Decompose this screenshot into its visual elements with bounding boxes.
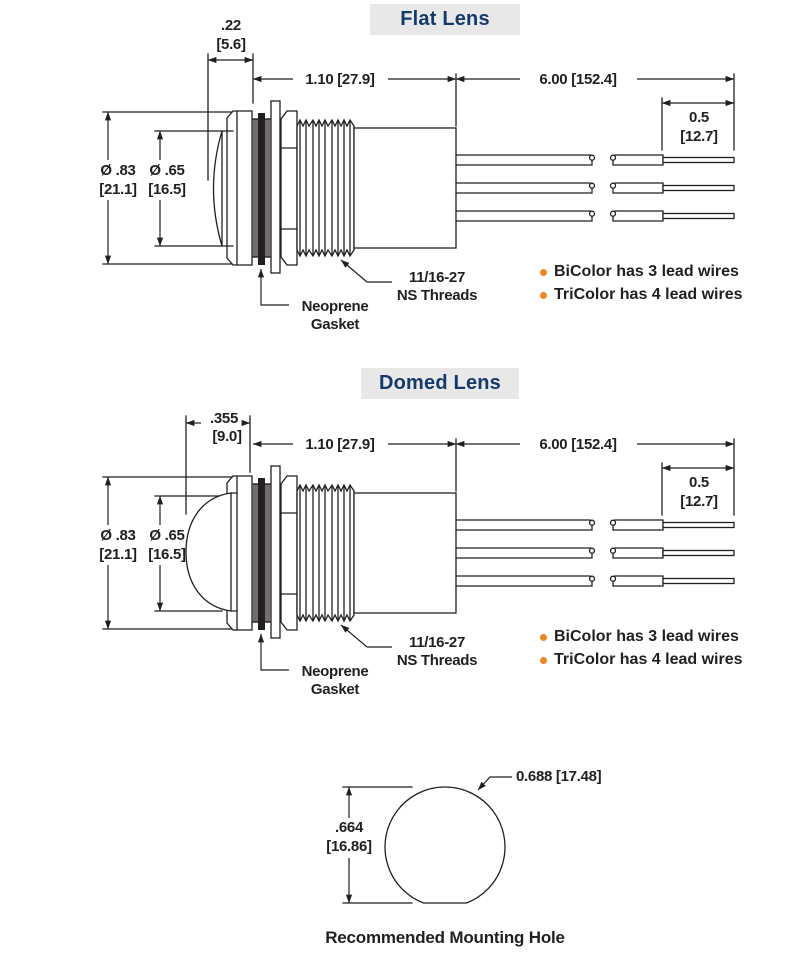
hole-diameter-dim: 0.688 [17.48] — [516, 768, 602, 785]
domed-wire-length-dim: 6.00 [152.4] — [539, 436, 617, 453]
domed-thread-label-line2: NS Threads — [396, 652, 478, 669]
flat-strip-dim-inches: 0.5 — [689, 109, 709, 126]
flat-lens-dia-inches: Ø .65 — [149, 162, 185, 179]
domed-strip-dim-mm: [12.7] — [680, 493, 718, 510]
note-text: TriColor has 4 lead wires — [554, 286, 743, 303]
flat-tip-dimension — [207, 53, 254, 181]
bullet-icon — [540, 291, 547, 299]
domed-lens-title: Domed Lens — [361, 368, 519, 399]
domed-outer-dia-inches: Ø .83 — [100, 527, 136, 544]
mounting-hole-outline — [384, 786, 506, 904]
flat-outer-dia-mm: [21.1] — [99, 181, 137, 198]
domed-gasket-label-line2: Gasket — [310, 681, 360, 698]
dome-lens-profile — [185, 492, 238, 612]
domed-lens-dia-inches: Ø .65 — [149, 527, 185, 544]
domed-tricolor-note: TriColor has 4 lead wires — [540, 652, 743, 668]
note-text: TriColor has 4 lead wires — [554, 651, 743, 668]
flat-outer-dia-inches: Ø .83 — [100, 162, 136, 179]
domed-lens-drawing — [103, 415, 734, 670]
flat-gasket-label-line1: Neoprene — [301, 298, 369, 315]
flat-lens-drawing — [103, 53, 734, 305]
flat-thread-label-line2: NS Threads — [396, 287, 478, 304]
hole-height-dim-mm: [16.86] — [326, 838, 372, 855]
flat-lens-title: Flat Lens — [370, 4, 520, 35]
domed-tip-dim-mm: [9.0] — [212, 428, 242, 445]
domed-outer-dia-mm: [21.1] — [99, 546, 137, 563]
flat-gasket-label-line2: Gasket — [310, 316, 360, 333]
bullet-icon — [540, 633, 547, 641]
hole-height-dim-inches: .664 — [335, 819, 363, 836]
flat-bicolor-note: BiColor has 3 lead wires — [540, 264, 739, 280]
domed-bicolor-note: BiColor has 3 lead wires — [540, 629, 739, 645]
note-text: BiColor has 3 lead wires — [554, 263, 739, 280]
flat-strip-dim-mm: [12.7] — [680, 128, 718, 145]
domed-body-length-dim: 1.10 [27.9] — [305, 436, 375, 453]
flat-body-length-dim: 1.10 [27.9] — [305, 71, 375, 88]
note-text: BiColor has 3 lead wires — [554, 628, 739, 645]
flat-wire-length-dim: 6.00 [152.4] — [539, 71, 617, 88]
dome-tip-dimension — [185, 415, 251, 515]
flat-lens-dia-mm: [16.5] — [148, 181, 186, 198]
flat-lens-profile — [212, 130, 234, 247]
domed-thread-label-line1: 11/16-27 — [409, 634, 465, 651]
flat-tip-dim-inches: .22 — [221, 17, 241, 34]
mounting-hole-drawing — [342, 776, 512, 904]
domed-tip-dim-inches: .355 — [210, 410, 238, 427]
flat-thread-label-line1: 11/16-27 — [409, 269, 465, 286]
bullet-icon — [540, 656, 547, 664]
bullet-icon — [540, 268, 547, 276]
domed-gasket-label-line1: Neoprene — [301, 663, 369, 680]
mounting-hole-caption: Recommended Mounting Hole — [325, 928, 565, 947]
flat-tricolor-note: TriColor has 4 lead wires — [540, 287, 743, 303]
flat-tip-dim-mm: [5.6] — [216, 36, 246, 53]
domed-lens-dia-mm: [16.5] — [148, 546, 186, 563]
domed-strip-dim-inches: 0.5 — [689, 474, 709, 491]
